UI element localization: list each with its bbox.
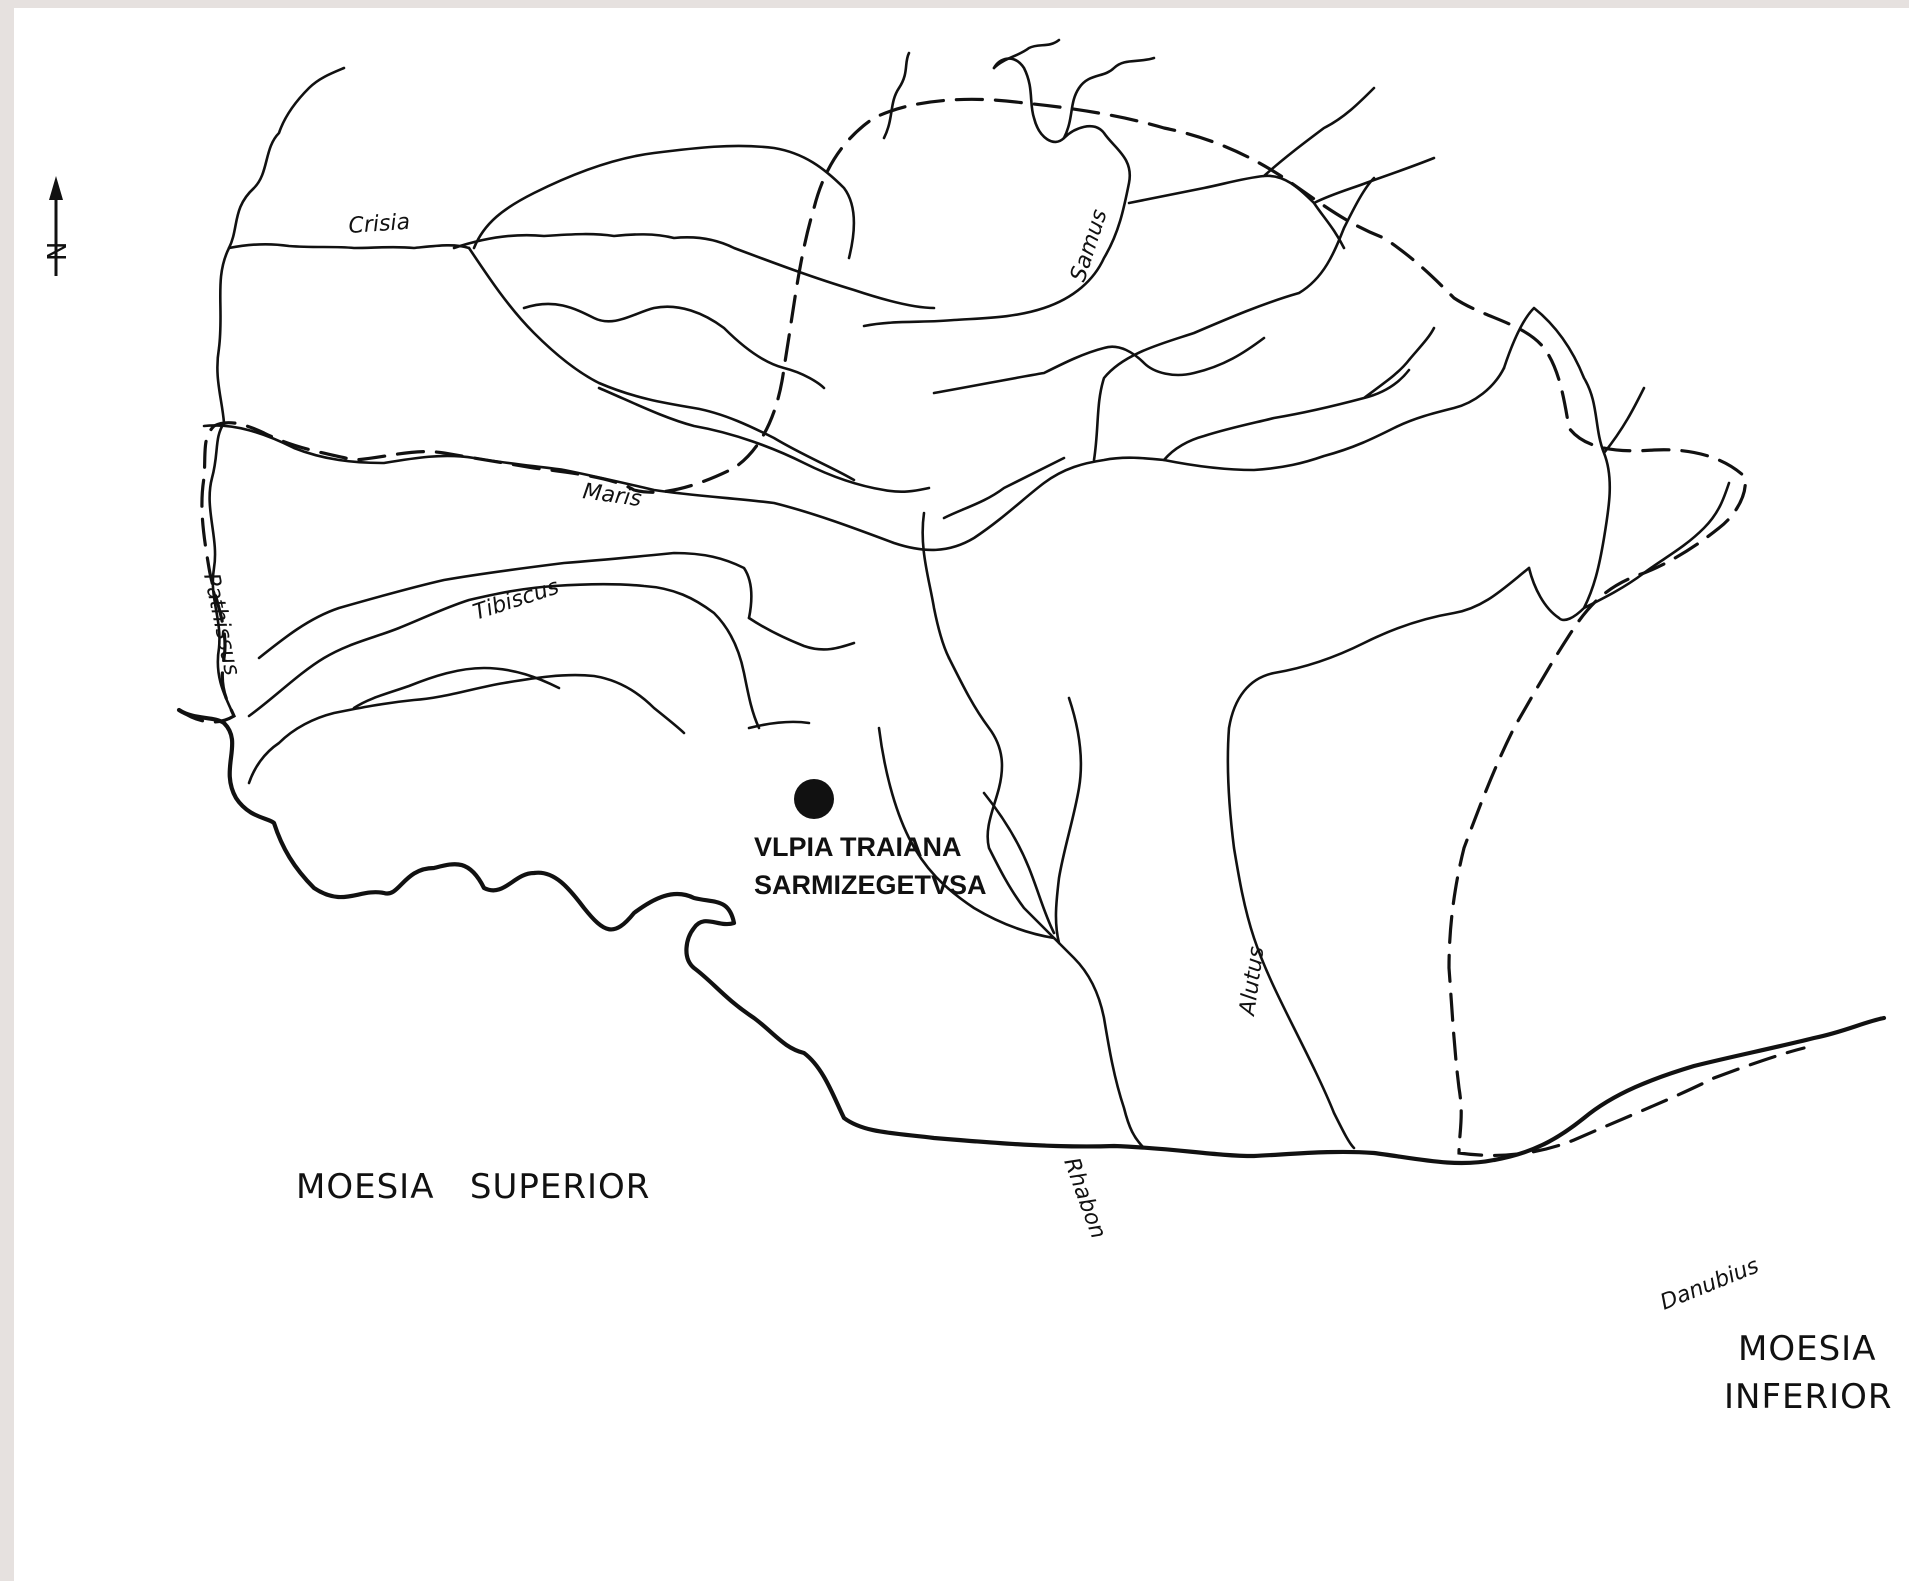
label-pathissus: Pathissus	[198, 571, 244, 678]
city-label-line1: VLPIA TRAIANA	[754, 832, 962, 862]
river-east	[1502, 306, 1731, 622]
label-crisia: Crisia	[348, 210, 411, 239]
river-rhabon	[947, 656, 1146, 1150]
river-maris-upper	[1092, 176, 1376, 462]
river-crisia-north	[472, 144, 856, 260]
river-north-2	[992, 38, 1061, 70]
north-arrow-icon: N	[43, 176, 73, 276]
label-moesia-inferior-1: MOESIA	[1738, 1329, 1876, 1369]
river-maris-trib-4	[921, 511, 951, 660]
river-tibiscus-east	[747, 616, 856, 730]
label-moesia-inferior-2: INFERIOR	[1724, 1377, 1893, 1417]
river-maris-trib-1	[932, 336, 1266, 395]
map-frame: N Crisia Samus Maris Pathissus Tibiscus …	[14, 8, 1909, 1581]
river-tibiscus-north	[257, 551, 753, 660]
river-maris-trib-2	[942, 456, 1066, 520]
river-rhabon-west	[877, 726, 1056, 940]
north-label: N	[43, 242, 73, 261]
river-crisia	[227, 232, 936, 310]
city-marker-icon	[794, 779, 834, 819]
river-alutus	[1226, 566, 1531, 1150]
river-samus-tributary	[1127, 86, 1436, 250]
label-samus: Samus	[1066, 206, 1113, 284]
label-alutus: Alutus	[1235, 945, 1270, 1019]
river-rhabon-east	[1054, 696, 1083, 945]
label-rhabon: Rhabon	[1058, 1155, 1110, 1243]
label-danubius: Danubius	[1657, 1254, 1763, 1316]
river-tibiscus-south	[247, 673, 686, 785]
danube-coastline	[176, 707, 1887, 1166]
label-moesia-superior: MOESIA SUPERIOR	[296, 1167, 650, 1207]
river-crisia-south	[597, 386, 931, 493]
city-label-line2: SARMIZEGETVSA	[754, 870, 987, 900]
river-tibiscus-trib	[352, 666, 561, 710]
river-crisia-branch	[467, 246, 856, 482]
river-samus	[862, 57, 1132, 328]
river-north-1	[882, 51, 911, 140]
river-crisia-mid	[522, 302, 826, 390]
river-maris-trib-3	[1162, 326, 1436, 462]
river-maris	[202, 366, 1506, 552]
river-pathissus	[208, 66, 346, 718]
river-samus-east	[1062, 56, 1156, 140]
river-tibiscus	[247, 582, 761, 730]
dacia-map: N Crisia Samus Maris Pathissus Tibiscus …	[43, 38, 1893, 1417]
river-rhabon-mid	[982, 791, 1056, 935]
province-border	[177, 97, 1806, 1157]
label-tibiscus: Tibiscus	[470, 575, 562, 626]
